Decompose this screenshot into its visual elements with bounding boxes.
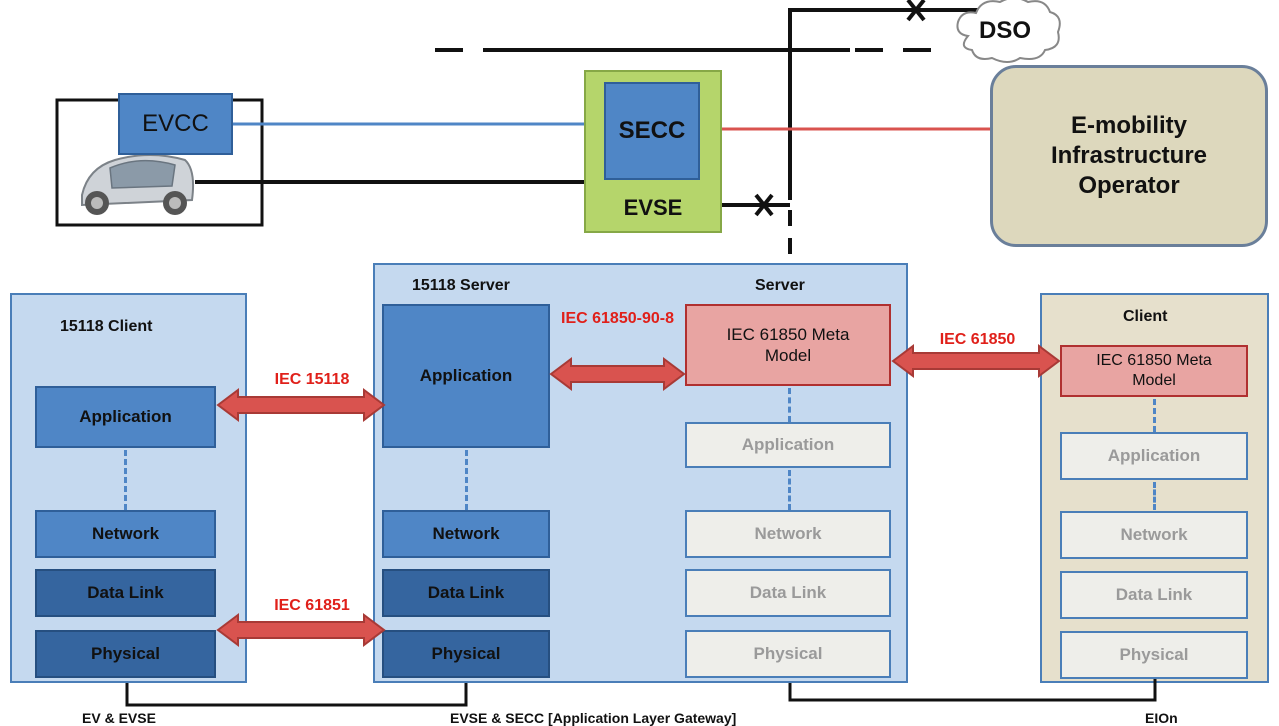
server-physical-faded: Physical	[685, 630, 891, 678]
evcc-label: EVCC	[142, 110, 209, 137]
server-network-label: Network	[432, 524, 500, 544]
server-datalink-faded: Data Link	[685, 569, 891, 617]
right-network: Network	[1060, 511, 1248, 559]
server-meta-model: IEC 61850 Meta Model	[685, 304, 891, 386]
server-network-faded: Network	[685, 510, 891, 558]
car-icon	[81, 154, 195, 215]
right-physical-label: Physical	[1119, 645, 1189, 665]
client-app-network-connector	[124, 450, 127, 510]
right-application-label: Application	[1107, 446, 1201, 466]
server-datalink-label: Data Link	[427, 583, 505, 603]
server-datalink: Data Link	[382, 569, 550, 617]
client-panel	[10, 293, 247, 683]
dso-cloud-icon	[956, 0, 1061, 63]
label-iec61850: IEC 61850	[939, 331, 1016, 348]
server-physical-faded-label: Physical	[753, 644, 823, 664]
right-meta-model-label: IEC 61850 Meta Model	[1096, 352, 1212, 389]
emobility-label: E-mobility Infrastructure Operator	[1050, 112, 1208, 199]
footer-right: EIOn	[1145, 710, 1178, 726]
label-iec61851: IEC 61851	[274, 597, 350, 614]
secc-label: SECC	[618, 117, 686, 144]
right-network-label: Network	[1120, 525, 1188, 545]
dso-label-box: DSO	[965, 12, 1045, 50]
client-datalink-label: Data Link	[87, 583, 164, 603]
right-datalink: Data Link	[1060, 571, 1248, 619]
client-panel-title: 15118 Client	[60, 318, 153, 335]
footer-center: EVSE & SECC [Application Layer Gateway]	[450, 710, 737, 726]
server-physical-label: Physical	[431, 644, 501, 664]
client-physical-label: Physical	[91, 644, 160, 664]
evse-cross-2	[754, 193, 774, 217]
server-title: Server	[755, 277, 805, 294]
dso-line	[788, 8, 990, 200]
server-app-network-connector	[465, 450, 468, 510]
client-application: Application	[35, 386, 216, 448]
dso-label: DSO	[978, 17, 1031, 44]
server-faded-connector	[788, 470, 791, 510]
right-application: Application	[1060, 432, 1248, 480]
right-client-title: Client	[1123, 308, 1168, 325]
evse-label: EVSE	[623, 194, 683, 220]
server-app-faded-label: Application	[741, 435, 835, 455]
server-eion-physical-link	[788, 676, 1157, 702]
dso-cross-2	[906, 0, 926, 22]
footer-left: EV & EVSE	[82, 710, 156, 726]
server-panel-title: 15118 Server	[412, 277, 510, 294]
label-iec15118: IEC 15118	[274, 371, 350, 388]
right-physical: Physical	[1060, 631, 1248, 679]
evcc-box: EVCC	[118, 93, 233, 155]
server-application-label: Application	[419, 366, 513, 386]
server-network: Network	[382, 510, 550, 558]
emobility-operator-box: E-mobility Infrastructure Operator	[990, 65, 1268, 247]
server-physical: Physical	[382, 630, 550, 678]
client-network: Network	[35, 510, 216, 558]
server-application: Application	[382, 304, 550, 448]
server-network-faded-label: Network	[754, 524, 822, 544]
right-meta-app-connector	[1153, 399, 1156, 432]
client-datalink: Data Link	[35, 569, 216, 617]
server-datalink-faded-label: Data Link	[749, 583, 827, 603]
client-server-physical-link	[125, 676, 468, 707]
server-meta-model-label: IEC 61850 Meta Model	[726, 324, 850, 365]
client-network-label: Network	[91, 524, 160, 544]
right-datalink-label: Data Link	[1115, 585, 1193, 605]
server-app-faded: Application	[685, 422, 891, 468]
right-meta-model: IEC 61850 Meta Model	[1060, 345, 1248, 397]
secc-box: SECC	[604, 82, 700, 180]
client-physical: Physical	[35, 630, 216, 678]
right-app-network-connector	[1153, 482, 1156, 510]
server-meta-app-connector	[788, 388, 791, 422]
label-iec61850-90-8: IEC 61850-90-8	[561, 310, 674, 327]
client-application-label: Application	[79, 407, 172, 427]
